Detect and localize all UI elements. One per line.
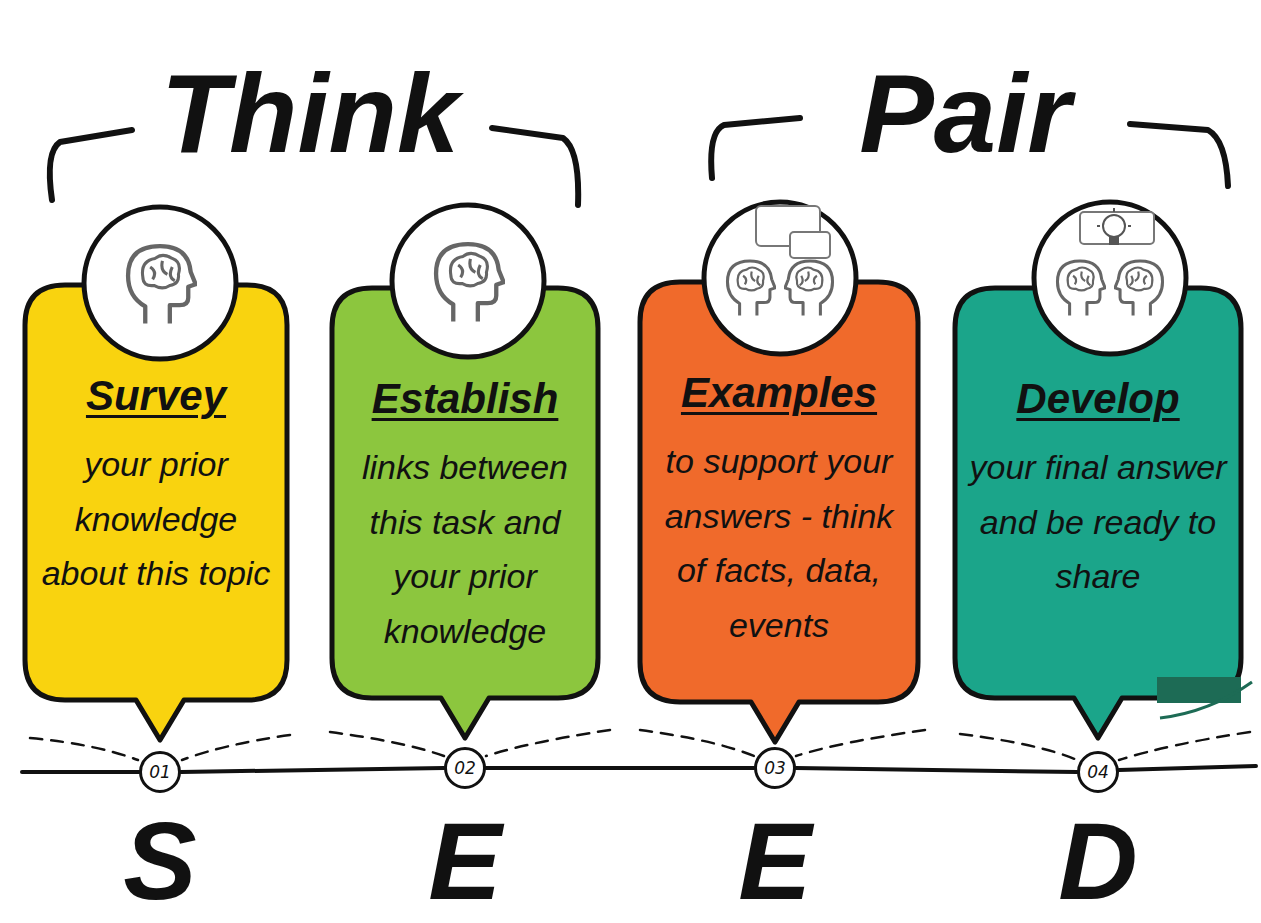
callout-number: 03 [764, 758, 786, 778]
group-heading: Think [150, 58, 470, 170]
dashed-line [796, 730, 925, 756]
step-number-circle: 02 [444, 747, 486, 789]
head-circle [84, 207, 236, 359]
step-number-circle: 01 [139, 751, 181, 793]
dashed-line [182, 735, 290, 760]
step-text: links between this task and your prior k… [346, 440, 584, 658]
callout-number: 02 [454, 758, 476, 778]
step-text: your final answer and be ready to share [969, 440, 1227, 603]
callout-number: 01 [149, 762, 171, 782]
timeline [22, 770, 139, 774]
acronym-letter: S [0, 806, 320, 916]
pair-circle [704, 202, 856, 354]
step-heading: Examples [681, 368, 877, 418]
dashed-line [1119, 732, 1250, 760]
step-number-circle: 04 [1077, 751, 1119, 793]
dashed-line [960, 734, 1077, 760]
corner-mark [1157, 677, 1252, 718]
timeline-segment [486, 766, 754, 770]
pair-bracket-left [711, 118, 800, 178]
acronym-letter: E [305, 806, 625, 916]
pair-circle [1034, 202, 1186, 354]
head-circle [392, 205, 544, 357]
step-text: to support your answers - think of facts… [654, 434, 904, 652]
dashed-line [330, 732, 444, 756]
pair-bracket-right [1130, 124, 1228, 186]
step-number-circle: 03 [754, 747, 796, 789]
timeline-segment [796, 768, 1077, 772]
dashed-line [640, 730, 754, 756]
think-bracket-right [492, 128, 578, 205]
step-heading: Establish [372, 374, 559, 424]
dashed-line [486, 730, 610, 756]
acronym-letter: D [938, 806, 1258, 916]
group-heading: Pair [805, 58, 1125, 170]
timeline [1119, 766, 1256, 770]
dashed-line [30, 738, 138, 760]
timeline-segment [181, 768, 444, 772]
step-heading: Develop [1016, 374, 1179, 424]
callout-number: 04 [1087, 762, 1109, 782]
acronym-letter: E [615, 806, 935, 916]
step-heading: Survey [86, 371, 226, 421]
step-text: your prior knowledge about this topic [39, 437, 273, 600]
think-bracket-left [50, 130, 132, 200]
